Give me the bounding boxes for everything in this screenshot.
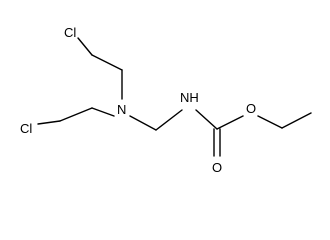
atom-n-amine: N: [117, 102, 126, 117]
atom-cl-bottom: Cl: [20, 121, 32, 136]
bond-nh-carbonyl-c: [195, 109, 218, 130]
bond-carbonyl-c-o-ester: [216, 115, 244, 130]
bond-c-cl-bottom: [37, 120, 61, 125]
bond-n-ch2: [129, 115, 157, 131]
bond-ch2-ch3: [281, 112, 312, 129]
bond-ch2-nh: [155, 109, 183, 131]
atom-o-carbonyl: O: [212, 160, 222, 175]
atom-o-ester: O: [246, 101, 256, 116]
atom-cl-top: Cl: [64, 25, 76, 40]
bond-cl-top-c: [77, 37, 93, 56]
atom-nh-amide: NH: [180, 90, 199, 105]
bond-c-c-top: [91, 54, 123, 71]
bond-o-ch2: [257, 115, 283, 129]
bond-c-c-lower: [59, 107, 93, 122]
bond-n-c-lower: [91, 107, 115, 117]
molecule-structure: Cl Cl N NH O O: [20, 25, 312, 175]
